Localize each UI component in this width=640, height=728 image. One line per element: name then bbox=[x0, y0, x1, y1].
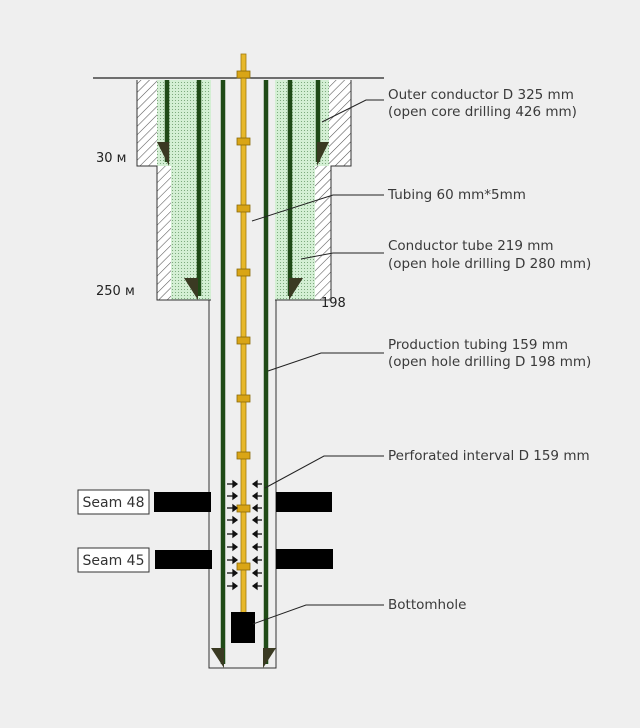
perforation-arrowhead bbox=[232, 503, 239, 513]
svg-text:Outer conductor D 325 mm: Outer conductor D 325 mm bbox=[388, 87, 574, 103]
diameter-note-198: 198 bbox=[321, 296, 346, 311]
callout-bottomhole: Bottomhole bbox=[388, 597, 466, 613]
perforation-arrowhead bbox=[232, 555, 239, 565]
svg-text:Bottomhole: Bottomhole bbox=[388, 597, 466, 613]
perforation-arrowhead bbox=[251, 542, 258, 552]
leader-lines bbox=[251, 99, 384, 625]
svg-text:Perforated interval D 159 mm: Perforated interval D 159 mm bbox=[388, 448, 590, 464]
svg-text:(open hole drilling D 198 mm): (open hole drilling D 198 mm) bbox=[388, 354, 591, 370]
perforation-arrowhead bbox=[232, 568, 239, 578]
perforation-arrowhead bbox=[251, 503, 258, 513]
svg-text:(open hole drilling D 280 mm): (open hole drilling D 280 mm) bbox=[388, 256, 591, 272]
perforation-arrowhead bbox=[251, 555, 258, 565]
svg-text:Conductor tube 219 mm: Conductor tube 219 mm bbox=[388, 238, 554, 254]
callout-outer-conductor: Outer conductor D 325 mm (open core dril… bbox=[388, 87, 577, 120]
depth-label-30: 30 м bbox=[96, 151, 126, 166]
callout-perforated-interval: Perforated interval D 159 mm bbox=[388, 448, 590, 464]
svg-text:Seam 45: Seam 45 bbox=[83, 553, 145, 569]
perforation-arrowhead bbox=[251, 479, 258, 489]
perforation-arrowhead bbox=[251, 581, 258, 591]
depth-label-250: 250 м bbox=[96, 284, 135, 299]
seam-label-48: Seam 48 bbox=[77, 489, 150, 515]
formation-outlines bbox=[136, 80, 352, 301]
perforation-arrowhead bbox=[232, 479, 239, 489]
perforation-arrowhead bbox=[232, 542, 239, 552]
svg-text:Production tubing 159 mm: Production tubing 159 mm bbox=[388, 337, 568, 353]
casing-shoes bbox=[157, 142, 329, 668]
perforation-arrowhead bbox=[251, 491, 258, 501]
perforation-arrowhead bbox=[232, 581, 239, 591]
callout-conductor-tube: Conductor tube 219 mm (open hole drillin… bbox=[388, 238, 591, 272]
seam-bars bbox=[154, 492, 333, 569]
seam-label-45: Seam 45 bbox=[77, 547, 150, 573]
bottomhole-block bbox=[231, 612, 255, 643]
tubing-string bbox=[236, 53, 251, 615]
callout-production-tubing: Production tubing 159 mm (open hole dril… bbox=[388, 337, 591, 370]
open-hole-outline bbox=[208, 300, 277, 669]
perforation-arrowhead bbox=[251, 515, 258, 525]
callout-tubing: Tubing 60 mm*5mm bbox=[387, 187, 526, 203]
svg-text:(open core drilling 426 mm): (open core drilling 426 mm) bbox=[388, 104, 577, 120]
perforation-arrowhead bbox=[251, 529, 258, 539]
perforation-arrowhead bbox=[232, 491, 239, 501]
svg-text:Tubing 60 mm*5mm: Tubing 60 mm*5mm bbox=[387, 187, 526, 203]
perforation-arrowhead bbox=[232, 515, 239, 525]
perforation-arrows bbox=[227, 479, 262, 591]
production-tubing bbox=[220, 80, 269, 664]
perforation-arrowhead bbox=[232, 529, 239, 539]
conductor-tube-casing bbox=[196, 80, 293, 296]
svg-text:Seam 48: Seam 48 bbox=[83, 495, 145, 511]
perforation-arrowhead bbox=[251, 568, 258, 578]
